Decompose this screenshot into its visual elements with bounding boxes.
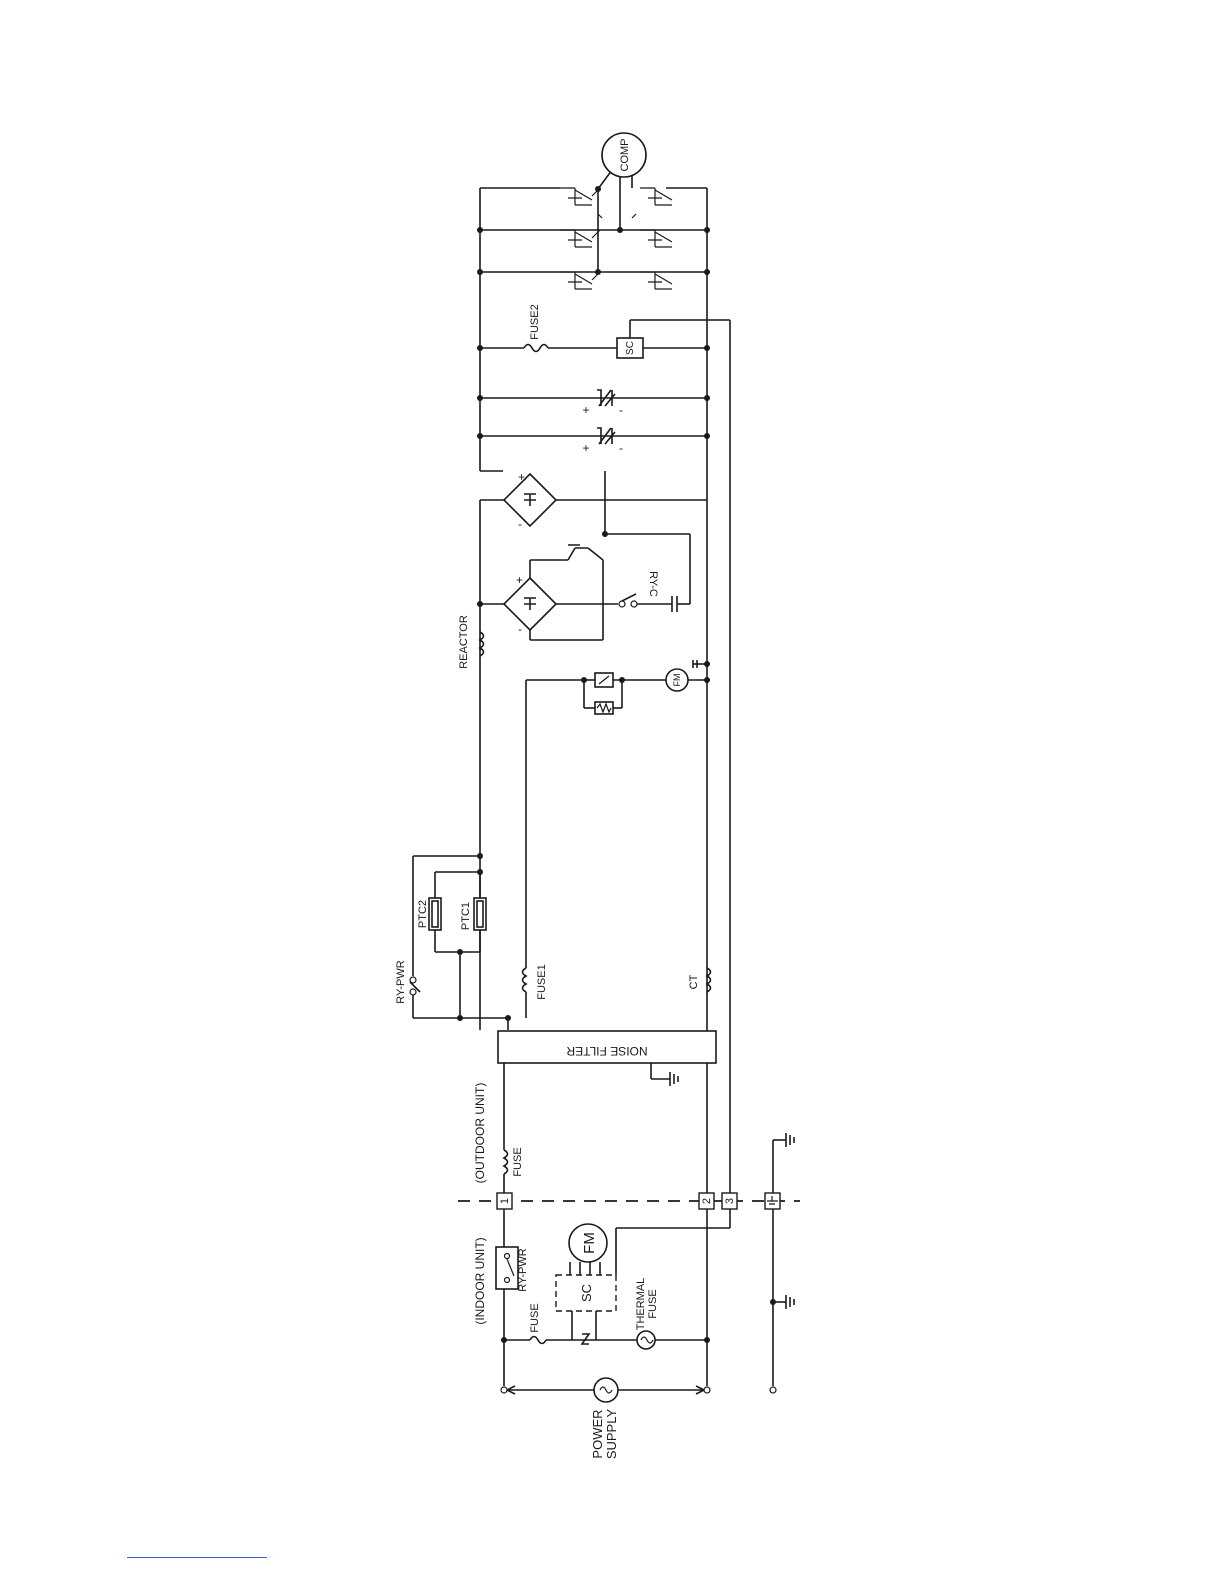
indoor-unit-label: (INDOOR UNIT) bbox=[473, 1237, 487, 1324]
reactor-label: REACTOR bbox=[458, 615, 470, 669]
footer-rule bbox=[127, 1557, 267, 1558]
fan-motor-large-label: FM bbox=[581, 1232, 598, 1254]
rectifier-ry-c: RY-C + - bbox=[477, 545, 690, 640]
capacitor-bank: + - + - bbox=[477, 390, 710, 455]
ptc-block: PTC2 PTC1 RY-PWR bbox=[395, 853, 511, 1021]
fuse2-label: FUSE2 bbox=[529, 304, 541, 339]
inverter-igbt-bridge bbox=[477, 168, 710, 289]
power-label: POWER bbox=[590, 1409, 605, 1458]
fuse2-rung: FUSE2 SC bbox=[477, 304, 730, 358]
power-supply: POWER SUPPLY bbox=[501, 1378, 710, 1459]
sc-small-label: SC bbox=[625, 341, 636, 355]
compressor-label: COMP bbox=[619, 139, 631, 172]
bridge2-minus: - bbox=[518, 622, 522, 636]
fuse1: FUSE1 bbox=[508, 964, 548, 1030]
ry-pwr-indoor-label: RY-PWR bbox=[517, 1248, 529, 1291]
terminal-2-label: 2 bbox=[701, 1198, 713, 1204]
cap2-plus: + bbox=[582, 441, 589, 455]
outdoor-unit-label: (OUTDOOR UNIT) bbox=[473, 1083, 487, 1184]
supply-label: SUPPLY bbox=[604, 1409, 619, 1460]
ptc1-label: PTC1 bbox=[460, 902, 472, 930]
cap2-minus: - bbox=[619, 441, 623, 455]
noise-filter: NOISE FILTER bbox=[498, 1031, 716, 1086]
ptc2-label: PTC2 bbox=[417, 900, 429, 928]
terminal-1-label: 1 bbox=[499, 1198, 511, 1204]
bridge2-plus: + bbox=[516, 573, 523, 587]
indoor-circuit: RY-PWR FUSE SC FM THERMAL FUSE bbox=[496, 1209, 730, 1386]
terminal-block: 1 2 3 bbox=[497, 1193, 780, 1209]
terminal-3-label: 3 bbox=[724, 1198, 736, 1204]
thermal-fuse-label: FUSE bbox=[647, 1289, 659, 1318]
cap1-minus: - bbox=[619, 403, 623, 417]
noise-filter-label: NOISE FILTER bbox=[566, 1044, 647, 1058]
sc-large-label: SC bbox=[579, 1284, 594, 1302]
outdoor-fan-circuit: FM bbox=[526, 660, 710, 968]
fuse-indoor-label: FUSE bbox=[529, 1303, 541, 1332]
cap1-plus: + bbox=[582, 403, 589, 417]
main-rectifier: + - bbox=[480, 470, 707, 1030]
ry-c-label: RY-C bbox=[647, 571, 659, 597]
ct-label: CT bbox=[688, 974, 700, 989]
thermal-label: THERMAL bbox=[635, 1278, 647, 1331]
ground-line bbox=[770, 1133, 794, 1393]
ry-pwr-outdoor-label: RY-PWR bbox=[395, 960, 407, 1003]
fuse1-label: FUSE1 bbox=[536, 964, 548, 999]
fan-motor-small-label: FM bbox=[672, 674, 682, 687]
fuse-outdoor-label: FUSE bbox=[512, 1147, 524, 1176]
compressor: COMP bbox=[602, 133, 646, 177]
bridge1-minus: - bbox=[518, 517, 522, 531]
bridge1-plus: + bbox=[518, 470, 525, 484]
